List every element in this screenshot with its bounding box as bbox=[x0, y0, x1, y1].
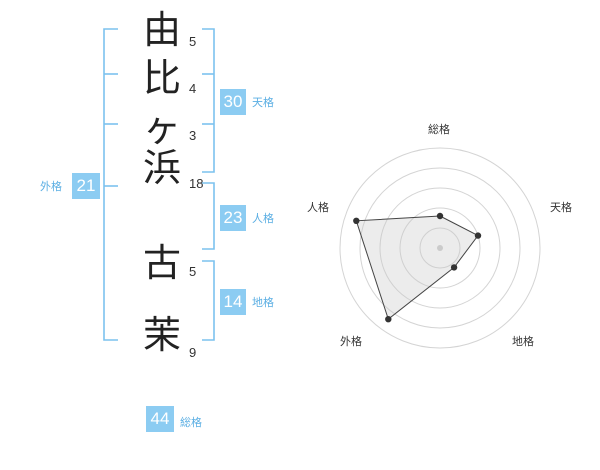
name-char-3: ヶ bbox=[142, 106, 181, 150]
radar-axis-label-tenkaku: 天格 bbox=[550, 201, 572, 214]
radar-axis-label-chikaku: 地格 bbox=[512, 335, 534, 348]
radar-point-3 bbox=[450, 264, 458, 271]
name-char-2: 比 bbox=[142, 56, 181, 100]
soukaku-value-badge: 44 bbox=[146, 406, 174, 432]
radar-ring-3 bbox=[379, 187, 501, 309]
stroke-count-5: 5 bbox=[189, 264, 197, 279]
radar-ring-5 bbox=[339, 147, 541, 349]
radar-point-2 bbox=[474, 232, 482, 239]
stroke-count-6: 9 bbox=[189, 345, 197, 360]
chikaku-bracket bbox=[202, 260, 215, 341]
jinkaku-label: 人格 bbox=[252, 212, 274, 225]
radar-ring-1 bbox=[419, 227, 461, 269]
radar-point-1 bbox=[436, 212, 444, 220]
tenkaku-value-badge: 30 bbox=[220, 89, 246, 115]
jinkaku-value-badge: 23 bbox=[220, 205, 246, 231]
tenkaku-bracket bbox=[202, 28, 215, 173]
name-char-5: 古 bbox=[142, 241, 181, 285]
chikaku-value-badge: 14 bbox=[220, 289, 246, 315]
radar-ring-2 bbox=[399, 207, 481, 289]
radar-point-5 bbox=[353, 217, 360, 224]
radar-axis-label-jinkaku: 人格 bbox=[307, 201, 329, 214]
name-char-1: 由 bbox=[142, 8, 181, 52]
radar-axis-label-soukaku: 総格 bbox=[428, 123, 450, 136]
gaikaku-value-badge: 21 bbox=[72, 173, 100, 199]
chikaku-label: 地格 bbox=[252, 296, 274, 309]
tenkaku-label: 天格 bbox=[252, 96, 274, 109]
stroke-count-4: 18 bbox=[189, 176, 204, 191]
name-char-6: 茉 bbox=[142, 313, 181, 357]
gaikaku-label: 外格 bbox=[40, 180, 62, 193]
gaikaku-bracket bbox=[103, 28, 118, 341]
jinkaku-bracket bbox=[202, 182, 215, 250]
radar-series-polygon bbox=[355, 215, 479, 321]
radar-point-4 bbox=[385, 316, 392, 323]
stroke-count-2: 4 bbox=[189, 81, 197, 96]
stroke-count-3: 3 bbox=[189, 128, 197, 143]
name-char-4: 浜 bbox=[142, 146, 181, 190]
radar-center-dot bbox=[437, 245, 443, 251]
soukaku-label: 総格 bbox=[180, 416, 202, 429]
radar-ring-4 bbox=[359, 167, 521, 329]
radar-axis-label-gaikaku: 外格 bbox=[340, 335, 362, 348]
stroke-count-1: 5 bbox=[189, 34, 197, 49]
